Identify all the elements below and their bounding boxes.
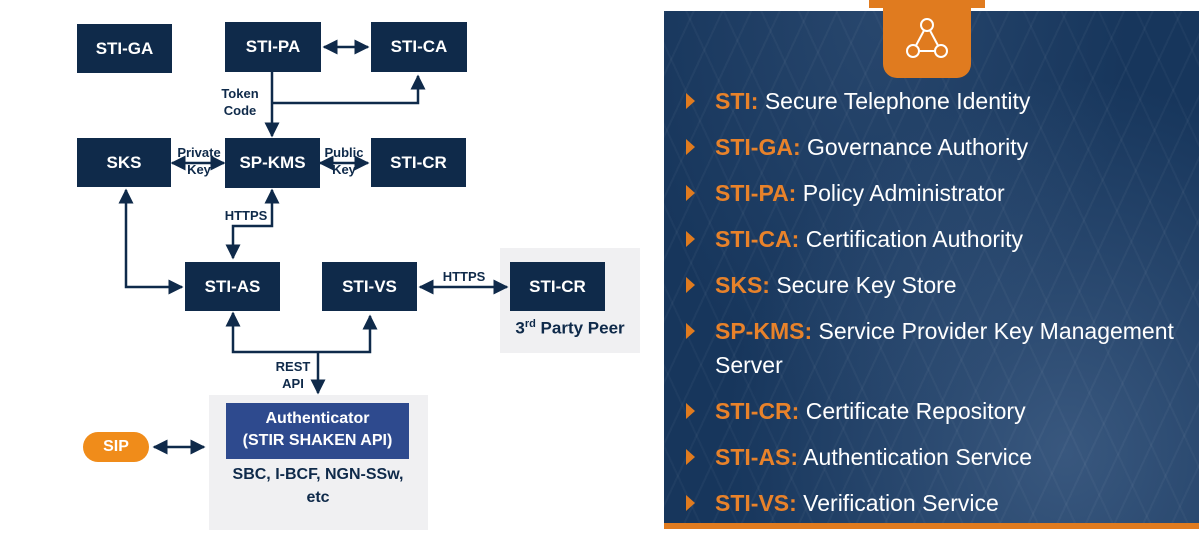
- sp-kms-box: SP-KMS: [225, 138, 320, 188]
- sti-cr-box: STI-CR: [371, 138, 466, 187]
- sks-box: SKS: [77, 138, 171, 187]
- glossary-term: STI-AS:: [715, 444, 799, 470]
- ca-connector: [272, 74, 426, 105]
- private-text: Private: [177, 145, 221, 160]
- glossary-term: STI-VS:: [715, 490, 797, 516]
- authenticator-sub2: etc: [306, 489, 330, 506]
- rest-api-label: REST API: [270, 358, 316, 392]
- panel-background-texture: [664, 11, 1199, 529]
- as-rest: [225, 311, 378, 354]
- glossary-term: STI-CR:: [715, 398, 800, 424]
- glossary-desc: Certification Authority: [799, 226, 1024, 252]
- rest-text: REST: [275, 359, 311, 374]
- https-peer-label: HTTPS: [442, 269, 486, 284]
- glossary-panel: [664, 11, 1199, 529]
- sip-pill: SIP: [83, 432, 149, 462]
- glossary-item: STI-CA: Certification Authority: [686, 222, 1191, 256]
- https-kms-label: HTTPS: [224, 208, 268, 223]
- glossary-desc: Authentication Service: [798, 444, 1033, 470]
- sti-vs-box: STI-VS: [322, 262, 417, 311]
- panel-bottom-accent: [664, 523, 1199, 529]
- glossary-item: STI-GA: Governance Authority: [686, 130, 1191, 164]
- private-key-label: Private Key: [172, 144, 226, 178]
- bullet-triangle-icon: [686, 403, 695, 419]
- public-key-text: Key: [332, 162, 356, 177]
- bullet-triangle-icon: [686, 495, 695, 511]
- bullet-triangle-icon: [686, 139, 695, 155]
- sti-ga-box: STI-GA: [77, 24, 172, 73]
- glossary-item: STI-CR: Certificate Repository: [686, 394, 1191, 428]
- authenticator-api: (STIR SHAKEN API): [242, 432, 393, 449]
- glossary-desc: Certificate Repository: [799, 398, 1026, 424]
- token-code-label: Token Code: [214, 85, 266, 119]
- glossary-item: STI-PA: Policy Administrator: [686, 176, 1191, 210]
- glossary-item: SP-KMS: Service Provider Key Management …: [686, 314, 1191, 382]
- kms-as-https: [225, 188, 280, 260]
- connector-lines: [118, 39, 509, 455]
- glossary-term: STI:: [715, 88, 759, 114]
- network-triangle-icon: [906, 18, 948, 58]
- bullet-triangle-icon: [686, 277, 695, 293]
- glossary-desc: Secure Telephone Identity: [758, 88, 1031, 114]
- token-text: Token: [221, 86, 259, 101]
- api-text: API: [282, 376, 304, 391]
- bullet-triangle-icon: [686, 185, 695, 201]
- bullet-triangle-icon: [686, 93, 695, 109]
- authenticator-box: Authenticator (STIR SHAKEN API): [226, 403, 409, 459]
- sti-pa-box: STI-PA: [225, 22, 321, 72]
- sti-as-box: STI-AS: [185, 262, 280, 311]
- authenticator-sub1: SBC, I-BCF, NGN-SSw,: [232, 466, 404, 483]
- peer-suffix: Party Peer: [535, 318, 625, 338]
- glossary-term: STI-GA:: [715, 134, 801, 160]
- glossary-term: SP-KMS:: [715, 318, 813, 344]
- glossary-desc: Service Provider Key Management Server: [715, 318, 1174, 378]
- bullet-triangle-icon: [686, 323, 695, 339]
- glossary-term: STI-PA:: [715, 180, 797, 206]
- sti-ca-box: STI-CA: [371, 22, 467, 72]
- public-text: Public: [324, 145, 364, 160]
- glossary-desc: Verification Service: [796, 490, 999, 516]
- badge: [883, 0, 971, 78]
- sti-cr-peer-box: STI-CR: [510, 262, 605, 311]
- code-text: Code: [223, 103, 257, 118]
- glossary-desc: Secure Key Store: [769, 272, 957, 298]
- glossary-item: SKS: Secure Key Store: [686, 268, 1191, 302]
- glossary-item: STI-VS: Verification Service: [686, 486, 1191, 520]
- glossary-desc: Governance Authority: [800, 134, 1029, 160]
- third-party-peer-label: 3rd Party Peer: [500, 318, 640, 339]
- glossary-term: STI-CA:: [715, 226, 800, 252]
- glossary-item: STI: Secure Telephone Identity: [686, 84, 1191, 118]
- sks-as-line: [118, 188, 184, 295]
- peer-prefix: 3: [515, 318, 525, 338]
- authenticator-title: Authenticator: [265, 410, 370, 427]
- private-key-text: Key: [187, 162, 211, 177]
- authenticator-subtitle: SBC, I-BCF, NGN-SSw, etc: [212, 463, 424, 509]
- bullet-triangle-icon: [686, 231, 695, 247]
- glossary-desc: Policy Administrator: [796, 180, 1005, 206]
- glossary-item: STI-AS: Authentication Service: [686, 440, 1191, 474]
- public-key-label: Public Key: [318, 144, 370, 178]
- bullet-triangle-icon: [686, 449, 695, 465]
- glossary-term: SKS:: [715, 272, 770, 298]
- peer-sup: rd: [524, 318, 536, 330]
